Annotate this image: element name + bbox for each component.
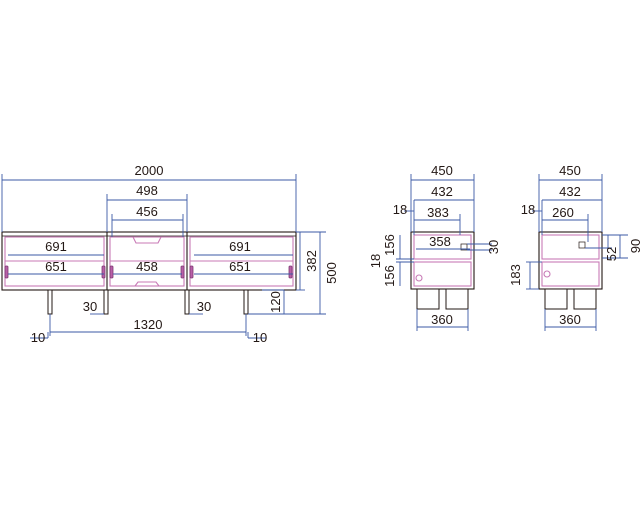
side-a-divider: 18: [368, 254, 383, 268]
dim-middle-outer-width: 498: [136, 183, 158, 198]
side-a-leg-right: [445, 288, 469, 310]
front-leg-1: [47, 289, 53, 315]
side-b-lower-compartment: [541, 261, 600, 287]
dim-body-height: 382: [304, 250, 319, 272]
side-a-inner-depth: 432: [431, 184, 453, 199]
front-view: 2000 498 456 691 651 458 691 651 382 500…: [1, 163, 339, 345]
dim-right-drawer-bottom: 651: [229, 259, 251, 274]
dim-leg-spacing: 1320: [134, 317, 163, 332]
side-a-panel-thickness: 18: [393, 202, 407, 217]
side-b-inner-depth: 432: [559, 184, 581, 199]
side-a-leg-depth: 360: [431, 312, 453, 327]
dim-total-height: 500: [324, 262, 339, 284]
handle-icon: [109, 265, 114, 279]
side-view-a: 450 432 18 383 358 156 18 156 30 360: [368, 163, 501, 331]
side-a-upper-height: 156: [382, 234, 397, 256]
handle-icon: [189, 265, 194, 279]
side-b-height-52: 52: [604, 247, 619, 261]
dim-left-drawer-top: 691: [45, 239, 67, 254]
side-a-cable-hole-size: 30: [486, 240, 501, 254]
dim-leg-height: 120: [268, 291, 283, 313]
side-a-leg-left: [416, 288, 440, 310]
dim-left-drawer-bottom: 651: [45, 259, 67, 274]
side-b-fitting: [543, 270, 551, 278]
front-middle-flap: [132, 236, 162, 244]
handle-icon: [4, 265, 9, 279]
side-b-leg-depth: 360: [559, 312, 581, 327]
dim-middle-drawer: 458: [136, 259, 158, 274]
handle-icon: [288, 265, 293, 279]
dim-inner-leg-gap-right: 30: [197, 299, 211, 314]
side-b-lower-height: 183: [508, 264, 523, 286]
side-b-leg-left: [544, 288, 568, 310]
dim-overall-width: 2000: [135, 163, 164, 178]
side-b-cable-hole: [578, 241, 586, 249]
dim-right-drawer-top: 691: [229, 239, 251, 254]
front-leg-3: [184, 289, 190, 315]
side-view-b: 450 432 18 260 90 52 183 360: [508, 163, 643, 331]
side-a-cable-hole: [460, 243, 468, 251]
side-b-height-90: 90: [628, 239, 643, 253]
side-b-depth: 450: [559, 163, 581, 178]
side-a-shelf-depth: 383: [427, 205, 449, 220]
front-leg-4: [243, 289, 249, 315]
side-a-fitting: [415, 274, 423, 282]
side-b-panel-thickness: 18: [521, 202, 535, 217]
side-b-upper-compartment: [541, 234, 600, 260]
side-b-drawer-depth: 260: [552, 205, 574, 220]
dim-inner-leg-gap-left: 30: [83, 299, 97, 314]
handle-icon: [101, 265, 106, 279]
side-a-depth: 450: [431, 163, 453, 178]
side-b-body: [538, 231, 603, 290]
side-a-lower-height: 156: [382, 265, 397, 287]
dim-leg-width-right: 10: [253, 330, 267, 345]
dim-leg-width-left: 10: [31, 330, 45, 345]
side-a-inner-width: 358: [429, 234, 451, 249]
side-a-lower-compartment: [413, 261, 472, 287]
side-a-upper-compartment: [413, 234, 472, 260]
side-b-leg-right: [573, 288, 597, 310]
front-leg-2: [103, 289, 109, 315]
dim-middle-inner-width: 456: [136, 204, 158, 219]
handle-icon: [180, 265, 185, 279]
